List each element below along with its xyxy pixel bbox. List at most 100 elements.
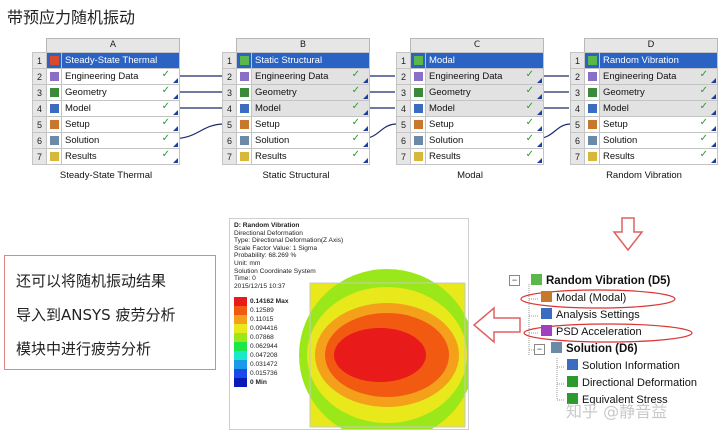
corner-icon	[537, 94, 542, 99]
cell-results[interactable]: Results✓	[599, 148, 718, 165]
engineering-data-icon	[46, 68, 62, 85]
system-header[interactable]: Steady-State Thermal	[61, 52, 180, 69]
tree-item-random-vibration[interactable]: Random Vibration (D5)	[531, 274, 670, 287]
tree-item-equivalent-stress[interactable]: Equivalent Stress	[567, 393, 668, 406]
tree-item-solution-information[interactable]: Solution Information	[567, 359, 680, 372]
cell-setup[interactable]: Setup✓	[251, 116, 370, 133]
system-header[interactable]: Modal	[425, 52, 544, 69]
contour-plot[interactable]: D: Random Vibration Directional Deformat…	[229, 218, 469, 430]
setup-icon	[236, 116, 252, 133]
tree-item-modal[interactable]: Modal (Modal)	[541, 291, 626, 304]
check-icon: ✓	[161, 69, 170, 80]
legend-label: 0.031472	[250, 361, 278, 368]
solution-icon	[584, 132, 600, 149]
cell-results[interactable]: Results✓	[425, 148, 544, 165]
contour-image	[299, 269, 468, 429]
callout-line: 导入到ANSYS 疲劳分析	[16, 306, 176, 324]
solution-icon	[551, 342, 562, 353]
analysis-icon	[531, 274, 542, 285]
plot-info: D: Random Vibration Directional Deformat…	[234, 222, 344, 290]
column-letter: D	[584, 38, 718, 52]
legend-swatch	[234, 324, 247, 333]
cell-setup[interactable]: Setup✓	[61, 116, 180, 133]
system-header[interactable]: Static Structural	[251, 52, 370, 69]
results-icon	[584, 148, 600, 165]
callout-line: 模块中进行疲劳分析	[16, 340, 152, 358]
cell-engineering-data[interactable]: Engineering Data✓	[425, 68, 544, 85]
tree-item-solution[interactable]: Solution (D6)	[551, 342, 638, 355]
corner-icon	[363, 158, 368, 163]
check-icon: ✓	[699, 133, 708, 144]
cell-model[interactable]: Model✓	[251, 100, 370, 117]
legend-label: 0.11015	[250, 316, 274, 323]
cell-setup[interactable]: Setup✓	[599, 116, 718, 133]
results-icon	[236, 148, 252, 165]
cell-model[interactable]: Model✓	[425, 100, 544, 117]
tree-item-directional-deformation[interactable]: Directional Deformation	[567, 376, 697, 389]
check-icon: ✓	[161, 101, 170, 112]
legend-label: 0.015736	[250, 370, 278, 377]
modal-icon	[410, 52, 426, 69]
corner-icon	[173, 158, 178, 163]
cell-solution[interactable]: Solution✓	[251, 132, 370, 149]
corner-icon	[537, 142, 542, 147]
down-arrow-icon	[612, 217, 644, 252]
cell-geometry[interactable]: Geometry✓	[251, 84, 370, 101]
info-icon	[567, 359, 578, 370]
check-icon: ✓	[351, 85, 360, 96]
page-title: 带预应力随机振动	[7, 8, 136, 27]
cell-setup[interactable]: Setup✓	[425, 116, 544, 133]
cell-solution[interactable]: Solution✓	[599, 132, 718, 149]
corner-icon	[363, 142, 368, 147]
cell-geometry[interactable]: Geometry✓	[599, 84, 718, 101]
geometry-icon	[584, 84, 600, 101]
cell-results[interactable]: Results✓	[61, 148, 180, 165]
stress-icon	[567, 393, 578, 404]
check-icon: ✓	[161, 85, 170, 96]
results-icon	[46, 148, 62, 165]
legend-swatch	[234, 360, 247, 369]
system-caption: Modal	[457, 170, 483, 181]
corner-icon	[537, 126, 542, 131]
cell-geometry[interactable]: Geometry✓	[61, 84, 180, 101]
check-icon: ✓	[351, 117, 360, 128]
outline-tree[interactable]: − Random Vibration (D5) Modal (Modal) An…	[505, 270, 720, 433]
cell-geometry[interactable]: Geometry✓	[425, 84, 544, 101]
check-icon: ✓	[699, 85, 708, 96]
corner-icon	[711, 126, 716, 131]
tree-item-psd-acceleration[interactable]: PSD Acceleration	[541, 325, 642, 338]
legend-label: 0.07868	[250, 334, 274, 341]
legend-swatch	[234, 333, 247, 342]
check-icon: ✓	[351, 69, 360, 80]
collapse-icon[interactable]: −	[534, 344, 545, 355]
corner-icon	[711, 158, 716, 163]
cell-engineering-data[interactable]: Engineering Data✓	[251, 68, 370, 85]
check-icon: ✓	[525, 149, 534, 160]
column-letter: C	[410, 38, 544, 52]
model-icon	[46, 100, 62, 117]
psd-icon	[541, 325, 552, 336]
cell-engineering-data[interactable]: Engineering Data✓	[61, 68, 180, 85]
cell-solution[interactable]: Solution✓	[61, 132, 180, 149]
callout-box: 还可以将随机振动结果 导入到ANSYS 疲劳分析 模块中进行疲劳分析	[4, 255, 216, 370]
corner-icon	[363, 126, 368, 131]
cell-engineering-data[interactable]: Engineering Data✓	[599, 68, 718, 85]
cell-solution[interactable]: Solution✓	[425, 132, 544, 149]
cell-model[interactable]: Model✓	[599, 100, 718, 117]
solution-icon	[46, 132, 62, 149]
solution-icon	[236, 132, 252, 149]
modal-link-icon	[541, 291, 552, 302]
check-icon: ✓	[699, 101, 708, 112]
cell-results[interactable]: Results✓	[251, 148, 370, 165]
cell-model[interactable]: Model✓	[61, 100, 180, 117]
check-icon: ✓	[351, 149, 360, 160]
collapse-icon[interactable]: −	[509, 275, 520, 286]
geometry-icon	[236, 84, 252, 101]
tree-item-analysis-settings[interactable]: Analysis Settings	[541, 308, 640, 321]
model-icon	[236, 100, 252, 117]
system-header[interactable]: Random Vibration	[599, 52, 718, 69]
